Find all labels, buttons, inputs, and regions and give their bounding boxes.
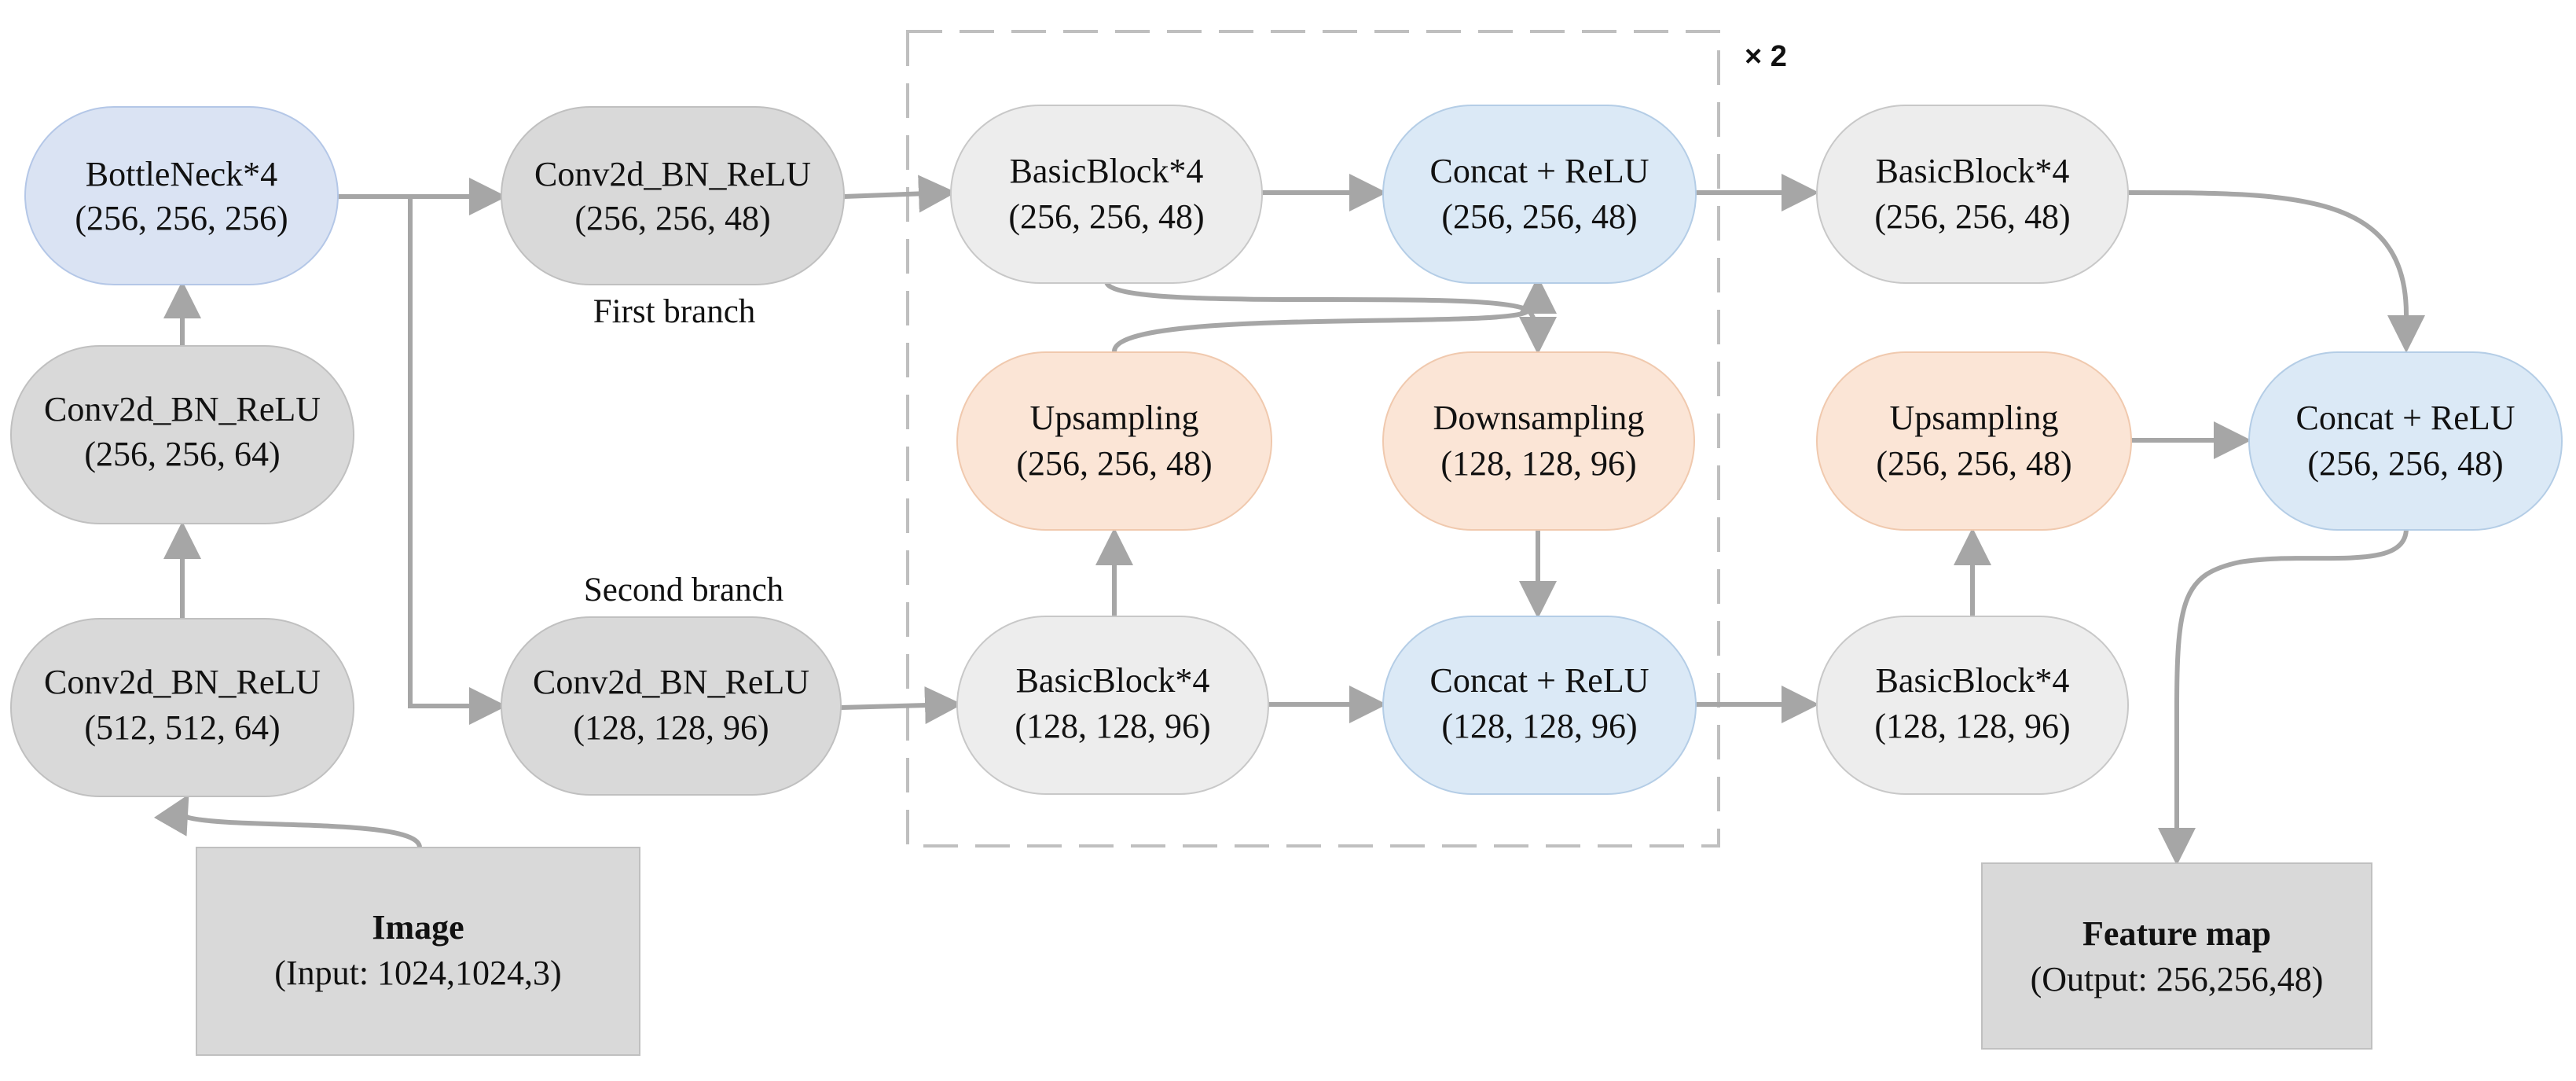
- node-basic-bottom-1: BasicBlock*4 (128, 128, 96): [956, 616, 1269, 795]
- edges: [153, 174, 2425, 866]
- node-basic-bottom-2-title: BasicBlock*4: [1876, 661, 2070, 700]
- node-concat-top-1-title: Concat + ReLU: [1430, 152, 1649, 190]
- node-concat-top-1-shape: (256, 256, 48): [1441, 197, 1637, 236]
- node-basic-top-2-title: BasicBlock*4: [1876, 152, 2070, 190]
- node-upsample-2-title: Upsampling: [1889, 399, 2058, 437]
- node-conv-branch1-title: Conv2d_BN_ReLU: [534, 155, 811, 193]
- node-basic-top-1-title: BasicBlock*4: [1010, 152, 1204, 190]
- node-upsample-2-shape: (256, 256, 48): [1876, 444, 2071, 483]
- node-bottleneck: BottleNeck*4 (256, 256, 256): [24, 106, 339, 285]
- edge-concat-final-to-feature-map: [2158, 528, 2409, 866]
- node-conv-stem-2-shape: (256, 256, 64): [84, 435, 280, 473]
- node-image-input: Image (Input: 1024,1024,3): [196, 847, 640, 1056]
- node-conv-stem-1-shape: (512, 512, 64): [84, 708, 280, 747]
- node-conv-branch1: Conv2d_BN_ReLU (256, 256, 48): [501, 106, 845, 285]
- node-basic-top-2: BasicBlock*4 (256, 256, 48): [1816, 105, 2129, 284]
- node-conv-branch2-shape: (128, 128, 96): [573, 708, 769, 747]
- node-downsample-1-shape: (128, 128, 96): [1440, 444, 1636, 483]
- node-concat-final-title: Concat + ReLU: [2296, 399, 2515, 437]
- edge-conv-branch2-to-basic-bottom-1: [840, 686, 963, 725]
- node-bottleneck-title: BottleNeck*4: [86, 155, 277, 193]
- node-basic-top-2-shape: (256, 256, 48): [1874, 197, 2070, 236]
- node-feature-map-output: Feature map (Output: 256,256,48): [1981, 862, 2372, 1050]
- edge-basic-top-2-to-concat-final: [2127, 190, 2425, 353]
- repeat-label: × 2: [1745, 40, 1787, 73]
- node-upsample-1-shape: (256, 256, 48): [1016, 444, 1212, 483]
- node-downsample-1: Downsampling (128, 128, 96): [1382, 351, 1695, 531]
- node-upsample-2: Upsampling (256, 256, 48): [1816, 351, 2132, 531]
- edge-basic-top-1-to-downsample-1: [1104, 280, 1557, 355]
- node-conv-branch1-shape: (256, 256, 48): [574, 199, 770, 237]
- node-concat-bottom-1-shape: (128, 128, 96): [1441, 707, 1637, 745]
- node-concat-bottom-1-title: Concat + ReLU: [1430, 661, 1649, 700]
- node-basic-bottom-1-title: BasicBlock*4: [1016, 661, 1210, 700]
- node-upsample-1: Upsampling (256, 256, 48): [956, 351, 1272, 531]
- node-concat-top-1: Concat + ReLU (256, 256, 48): [1382, 105, 1697, 284]
- repeat-module-frame: [906, 30, 1720, 848]
- node-image-title: Image: [372, 908, 464, 947]
- edge-bottleneck-to-conv-branch2: [408, 197, 507, 725]
- node-feature-map-title: Feature map: [2082, 914, 2271, 953]
- node-basic-bottom-2: BasicBlock*4 (128, 128, 96): [1816, 616, 2129, 795]
- edge-upsample-1-to-concat-top-1: [1112, 276, 1557, 352]
- node-basic-bottom-1-shape: (128, 128, 96): [1015, 707, 1210, 745]
- node-image-shape: (Input: 1024,1024,3): [274, 954, 561, 992]
- node-upsample-1-title: Upsampling: [1029, 399, 1198, 437]
- node-conv-stem-1-title: Conv2d_BN_ReLU: [44, 663, 321, 701]
- node-conv-branch2: Conv2d_BN_ReLU (128, 128, 96): [501, 616, 842, 796]
- node-conv-stem-2-title: Conv2d_BN_ReLU: [44, 390, 321, 428]
- node-basic-top-1: BasicBlock*4 (256, 256, 48): [950, 105, 1263, 284]
- node-conv-stem-2: Conv2d_BN_ReLU (256, 256, 64): [10, 345, 354, 524]
- node-basic-bottom-2-shape: (128, 128, 96): [1874, 707, 2070, 745]
- node-conv-stem-1: Conv2d_BN_ReLU (512, 512, 64): [10, 618, 354, 797]
- node-bottleneck-shape: (256, 256, 256): [75, 199, 288, 237]
- node-concat-final: Concat + ReLU (256, 256, 48): [2248, 351, 2563, 531]
- node-basic-top-1-shape: (256, 256, 48): [1008, 197, 1204, 236]
- node-concat-final-shape: (256, 256, 48): [2307, 444, 2503, 483]
- edge-image-to-conv-stem-1: [153, 794, 422, 848]
- first-branch-label: First branch: [593, 293, 756, 330]
- node-feature-map-shape: (Output: 256,256,48): [2031, 960, 2324, 998]
- second-branch-label: Second branch: [584, 572, 783, 609]
- node-conv-branch2-title: Conv2d_BN_ReLU: [533, 663, 809, 701]
- node-downsample-1-title: Downsampling: [1433, 399, 1645, 437]
- node-concat-bottom-1: Concat + ReLU (128, 128, 96): [1382, 616, 1697, 795]
- edge-conv-branch1-to-basic-top-1: [843, 175, 956, 213]
